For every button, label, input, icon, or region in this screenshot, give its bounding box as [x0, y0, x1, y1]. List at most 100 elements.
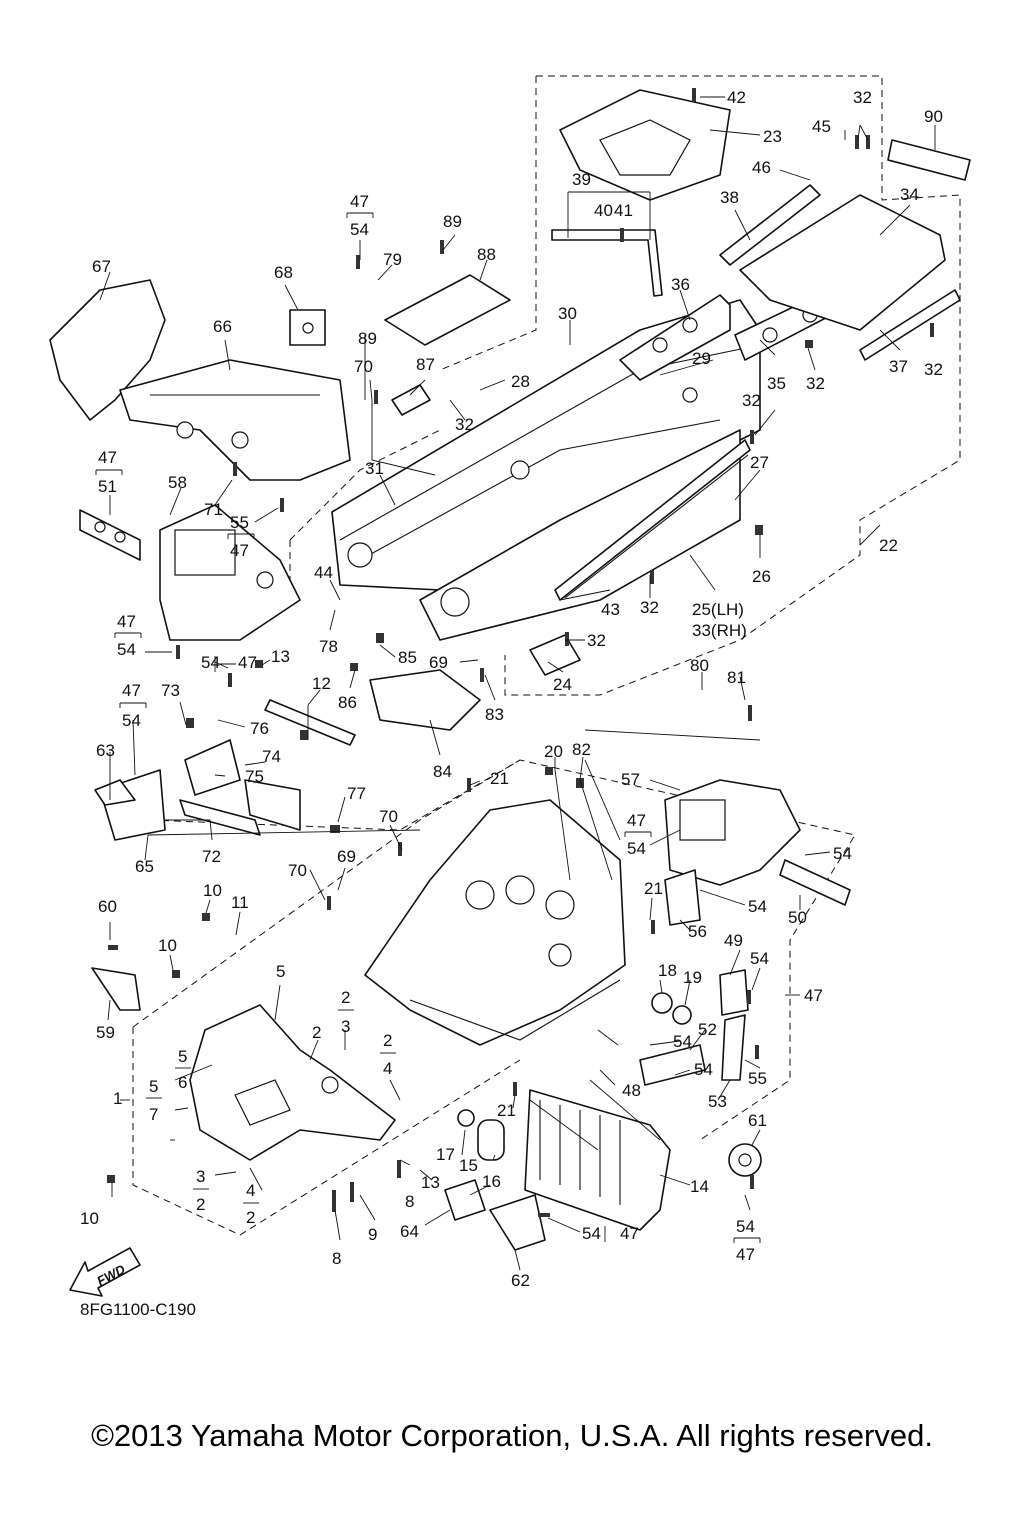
label-40: 40	[594, 201, 613, 220]
label-47-f: 47	[122, 681, 141, 700]
label-9: 9	[368, 1225, 377, 1244]
label-39: 39	[572, 170, 591, 189]
item-87-bracket	[391, 384, 431, 416]
label-45: 45	[812, 117, 831, 136]
label-14: 14	[690, 1177, 709, 1196]
copyright-notice: ©2013 Yamaha Motor Corporation, U.S.A. A…	[91, 1418, 933, 1453]
item-90-strip	[887, 139, 971, 181]
item-24-mount	[529, 634, 581, 676]
label-3-a: 3	[341, 1017, 350, 1036]
label-23: 23	[763, 127, 782, 146]
label-27: 27	[750, 453, 769, 472]
label-21-c: 21	[497, 1101, 516, 1120]
label-61: 61	[748, 1111, 767, 1130]
label-78: 78	[319, 637, 338, 656]
label-42: 42	[727, 88, 746, 107]
label-70-c: 70	[288, 861, 307, 880]
item-53-bracket	[721, 1014, 746, 1081]
label-90: 90	[924, 107, 943, 126]
item-58-heat-box	[159, 504, 301, 641]
label-28: 28	[511, 372, 530, 391]
label-75: 75	[245, 767, 264, 786]
label-62: 62	[511, 1271, 530, 1290]
label-67: 67	[92, 257, 111, 276]
label-82: 82	[572, 740, 591, 759]
item-56-plate	[664, 869, 701, 926]
label-47-j: 47	[736, 1245, 755, 1264]
label-2-e: 2	[246, 1208, 255, 1227]
item-64-gasket	[444, 1179, 486, 1221]
label-47-g: 47	[627, 811, 646, 830]
item-88-plate	[384, 274, 511, 346]
upper-plate-assembly	[551, 89, 731, 297]
label-35: 35	[767, 374, 786, 393]
label-54-d: 54	[122, 711, 141, 730]
label-54-g: 54	[748, 897, 767, 916]
label-26: 26	[752, 567, 771, 586]
label-25: 25(LH)	[692, 600, 744, 619]
label-74: 74	[262, 747, 281, 766]
label-41: 41	[614, 201, 633, 220]
label-60: 60	[98, 897, 117, 916]
label-54-h: 54	[750, 949, 769, 968]
label-54-k: 54	[582, 1224, 601, 1243]
label-47-a: 47	[350, 192, 369, 211]
label-64: 64	[400, 1222, 419, 1241]
item-57-heat-box	[664, 779, 801, 886]
item-19-ring	[672, 1005, 692, 1025]
label-7: 7	[149, 1105, 158, 1124]
label-68: 68	[274, 263, 293, 282]
label-63: 63	[96, 741, 115, 760]
item-18-ring	[651, 992, 673, 1014]
label-21-a: 21	[490, 769, 509, 788]
label-13-a: 13	[271, 647, 290, 666]
label-32-g: 32	[587, 631, 606, 650]
label-19: 19	[683, 968, 702, 987]
label-54-c: 54	[201, 653, 220, 672]
label-1: 1	[113, 1089, 122, 1108]
label-38: 38	[720, 188, 739, 207]
label-30: 30	[558, 304, 577, 323]
label-18: 18	[658, 961, 677, 980]
front-frame	[364, 799, 626, 1046]
label-48: 48	[622, 1081, 641, 1100]
label-12: 12	[312, 674, 331, 693]
label-47-b: 47	[98, 448, 117, 467]
label-52: 52	[698, 1020, 717, 1039]
label-43: 43	[601, 600, 620, 619]
label-29: 29	[692, 349, 711, 368]
label-8-b: 8	[332, 1249, 341, 1268]
item-15-pipe	[477, 1119, 505, 1161]
label-47-h: 47	[804, 986, 823, 1005]
item-17-cap	[457, 1109, 475, 1127]
label-58: 58	[168, 473, 187, 492]
label-32-c: 32	[742, 391, 761, 410]
label-32-b: 32	[455, 415, 474, 434]
label-81: 81	[727, 668, 746, 687]
label-17: 17	[436, 1145, 455, 1164]
item-59-bracket	[91, 967, 141, 1011]
front-bulkhead	[49, 279, 351, 481]
label-8-a: 8	[405, 1192, 414, 1211]
label-69-a: 69	[429, 653, 448, 672]
label-57: 57	[621, 770, 640, 789]
label-51: 51	[98, 477, 117, 496]
label-54-e: 54	[627, 839, 646, 858]
item-48-bracket	[639, 1044, 706, 1086]
label-24: 24	[553, 675, 572, 694]
part-labels: 42 32 90 45 23 46 39 34 38 47 40 41 89 5…	[80, 88, 943, 1290]
label-32-top: 32	[853, 88, 872, 107]
item-63-mount	[94, 779, 136, 806]
item-50-bracket	[779, 859, 851, 906]
diagram-code: 8FG1100-C190	[80, 1300, 196, 1319]
label-5-b: 5	[178, 1047, 187, 1066]
label-15: 15	[459, 1156, 478, 1175]
fasteners	[107, 88, 934, 1217]
label-37: 37	[889, 357, 908, 376]
label-4-a: 4	[383, 1059, 392, 1078]
label-2-d: 2	[196, 1195, 205, 1214]
label-47-d: 47	[117, 612, 136, 631]
label-54-f: 54	[833, 844, 852, 863]
label-88: 88	[477, 245, 496, 264]
